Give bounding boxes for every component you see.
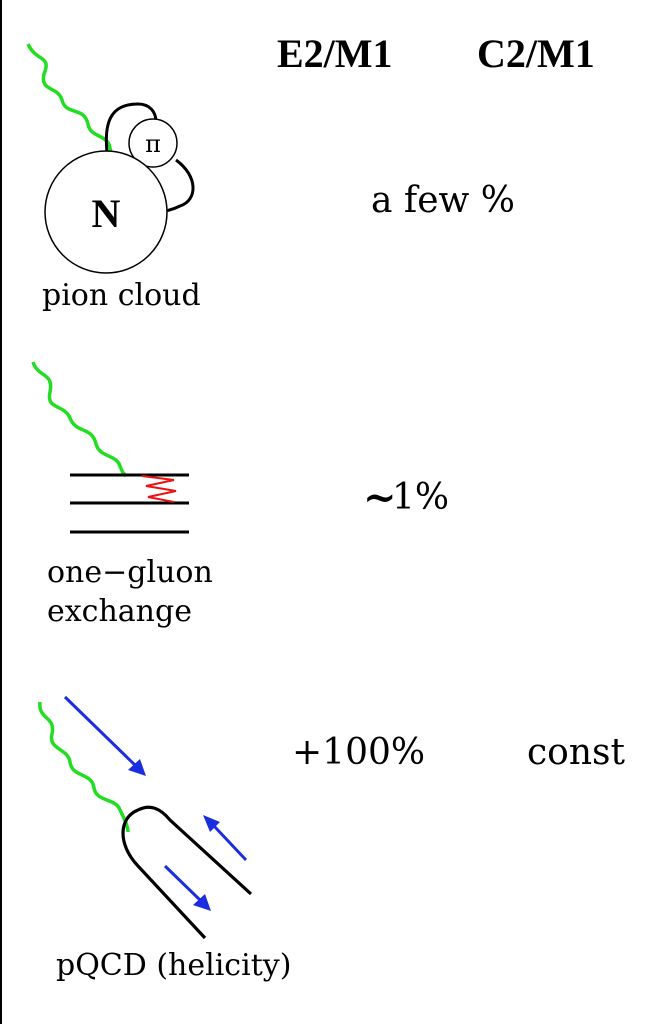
quark-hairpin-line <box>123 807 251 938</box>
one-gluon-e2m1-value: 1% <box>392 480 449 516</box>
photon-wavy-line-2 <box>33 362 126 476</box>
pqcd-label: pQCD (helicity) <box>56 951 291 981</box>
pion-label: π <box>145 130 161 158</box>
pqcd-e2m1-value: +100% <box>292 735 425 771</box>
helicity-arrow-incoming <box>65 697 138 768</box>
one-gluon-label-line1: one−gluon <box>47 558 213 588</box>
helicity-arrow-up <box>214 826 246 860</box>
pion-cloud-label: pion cloud <box>42 281 201 311</box>
gluon-zigzag <box>142 476 176 502</box>
pqcd-c2m1-value: const <box>527 735 625 771</box>
photon-wavy-line-3 <box>40 702 128 832</box>
pion-cloud-e2m1-value: a few % <box>371 183 515 219</box>
nucleon-label: N <box>92 191 121 236</box>
one-gluon-label-line2: exchange <box>47 597 192 627</box>
helicity-arrow-down <box>165 866 200 900</box>
